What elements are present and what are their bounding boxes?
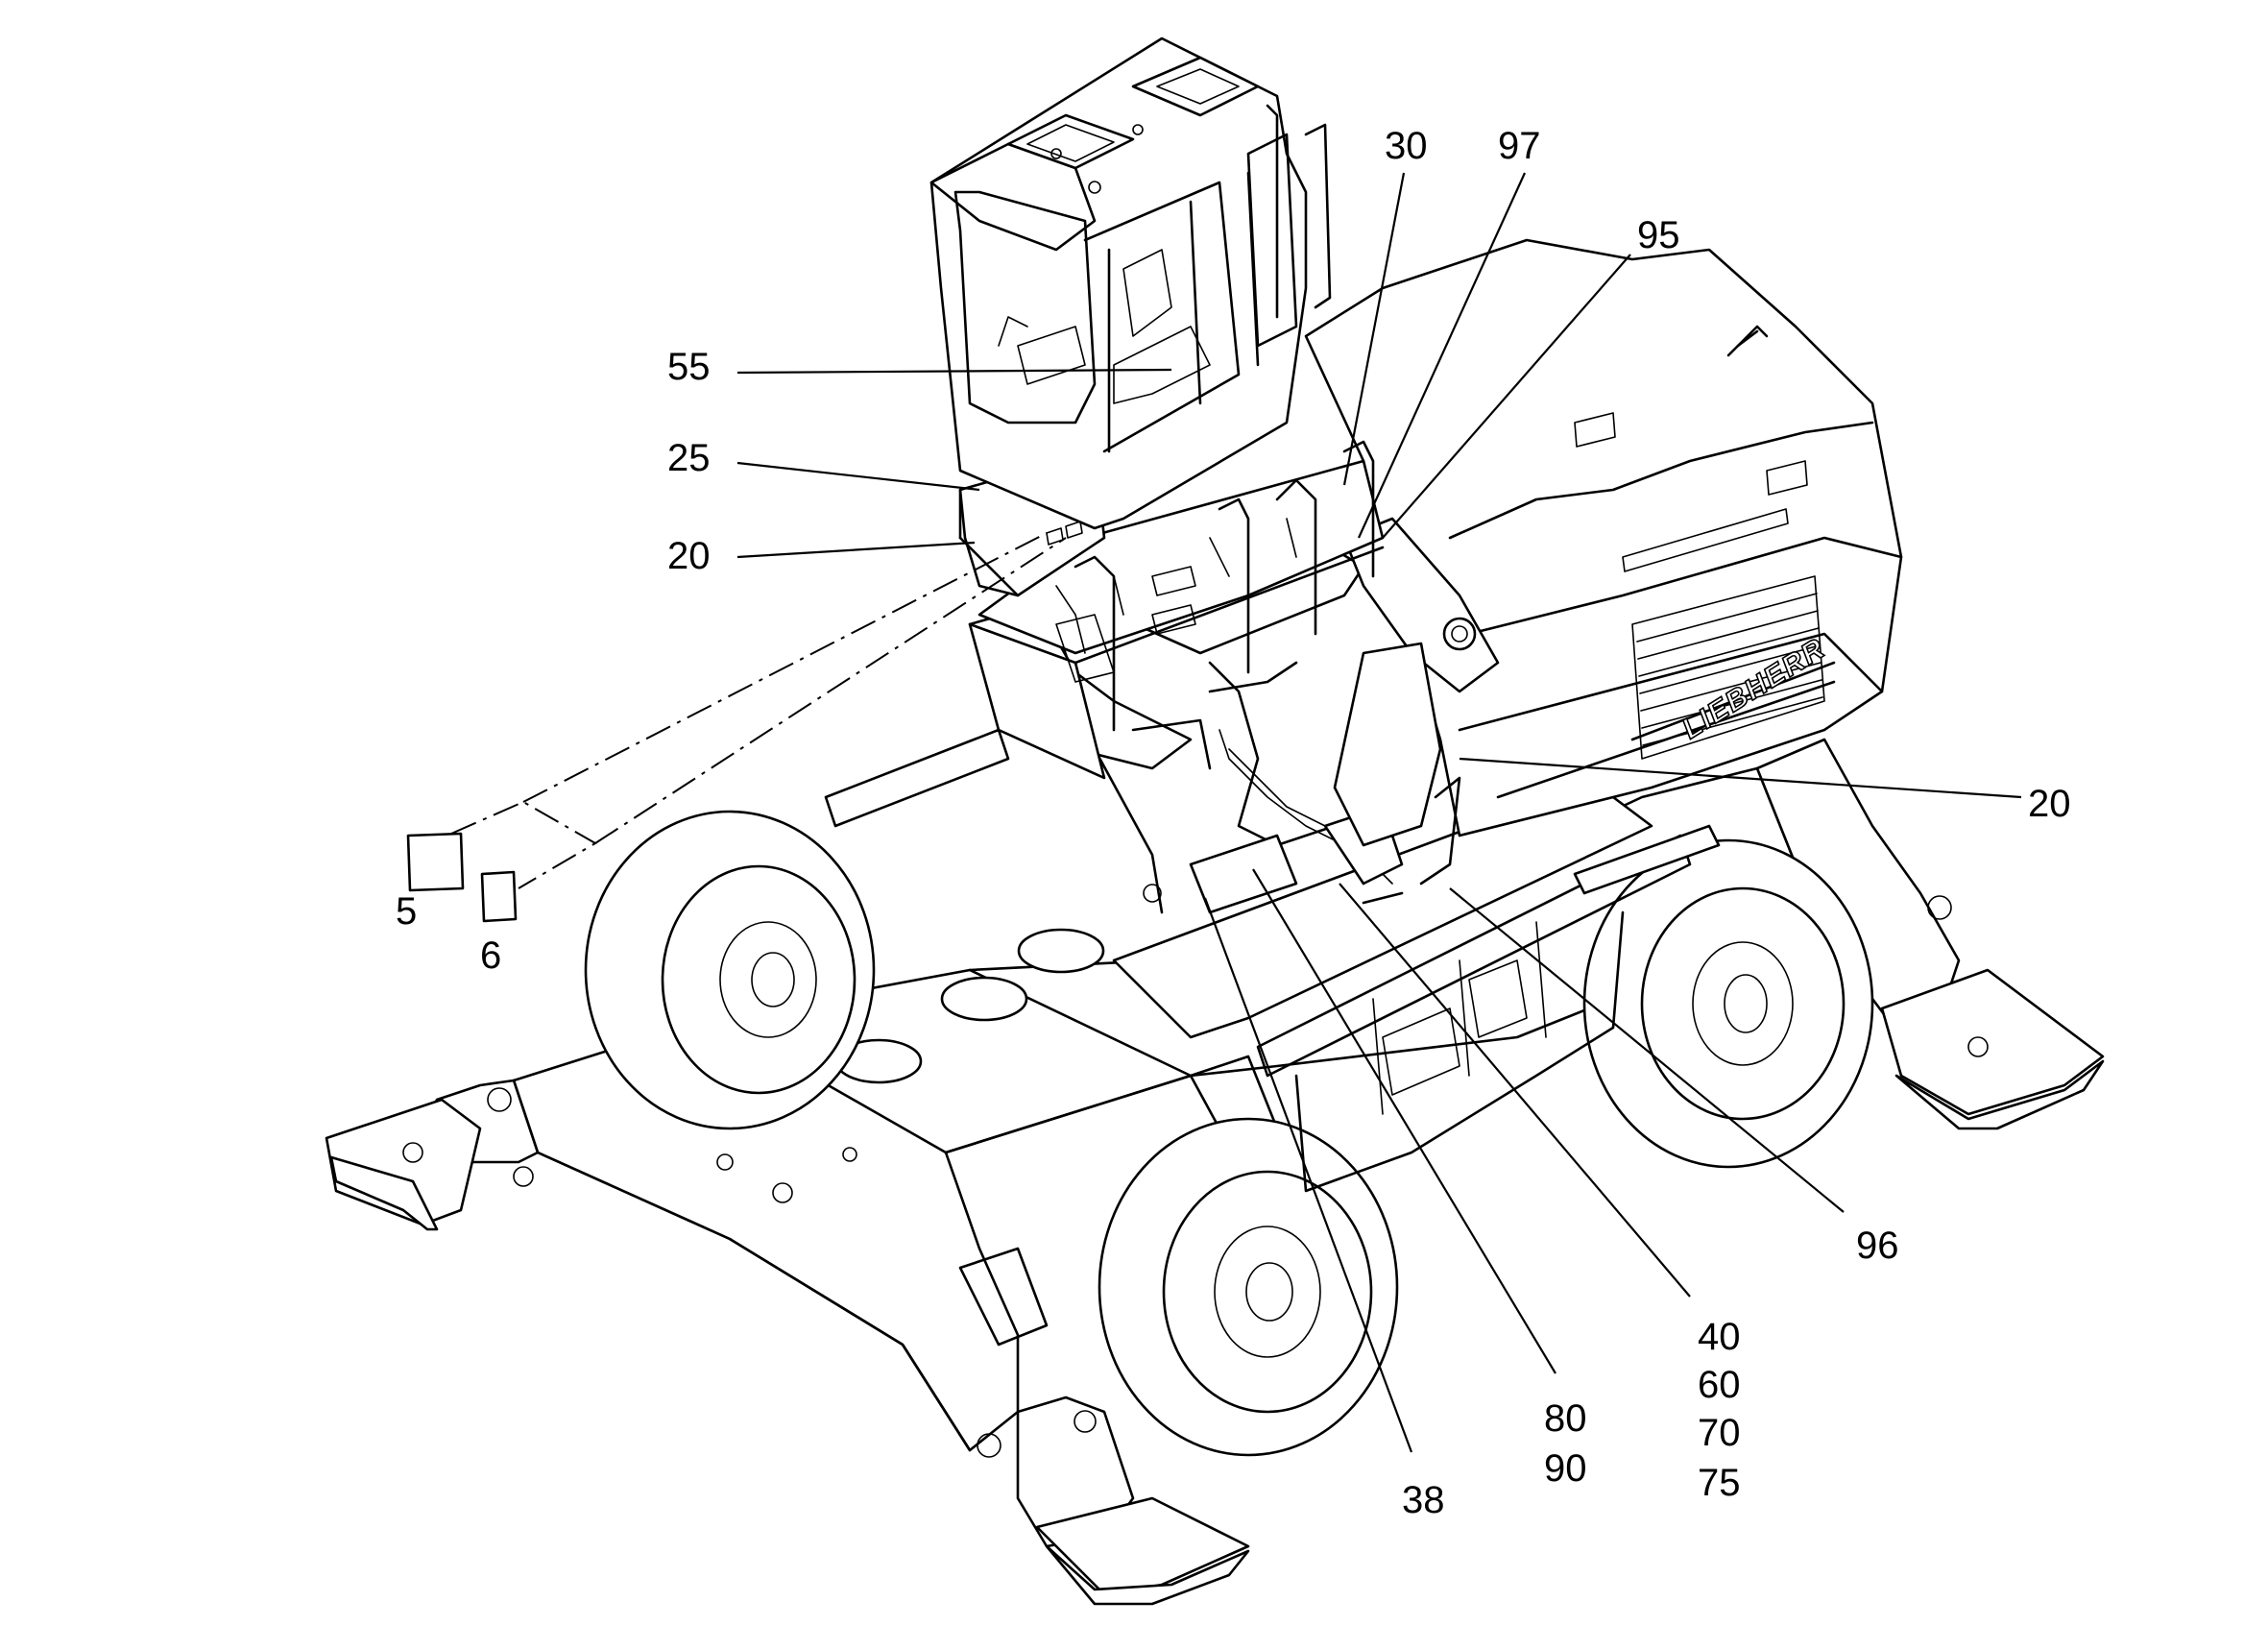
outrigger-front-right: [977, 1395, 1250, 1606]
wheel-front-right: [1098, 1117, 1399, 1457]
leader-30: [1342, 172, 1406, 486]
outrigger-rear-right: [1755, 738, 2105, 1130]
leader-38: [1203, 897, 1413, 1453]
part-6-plate: [480, 870, 518, 923]
callout-90: 90: [1544, 1447, 1587, 1490]
leader-lines: [736, 172, 2022, 1453]
callout-95: 95: [1637, 214, 1680, 256]
central-structure: [824, 728, 1721, 1193]
callout-40: 40: [1698, 1316, 1741, 1358]
callout-75: 75: [1698, 1462, 1741, 1504]
callout-60: 60: [1698, 1364, 1741, 1406]
operator-cab: [929, 36, 1332, 530]
parts-5-6: [406, 532, 1067, 923]
callout-20-left: 20: [667, 535, 711, 577]
leader-40: [1339, 883, 1691, 1298]
leader-97: [1357, 172, 1527, 539]
boom-pivot-bracket: [1333, 517, 1500, 886]
wheel-rear-right: [1582, 838, 1874, 1169]
leader-96: [1449, 887, 1845, 1213]
callout-55: 55: [667, 346, 711, 388]
callout-80: 80: [1544, 1397, 1587, 1440]
callout-97: 97: [1498, 125, 1541, 167]
leader-25: [736, 461, 980, 492]
leader-80: [1252, 868, 1556, 1374]
callout-20-right: 20: [2028, 783, 2071, 825]
callout-labels: 30 97 95 55 25 20 20 5 6 96 40 60 70 75 …: [396, 125, 2071, 1521]
callout-96: 96: [1856, 1225, 1899, 1267]
wheel-front-left: [584, 810, 876, 1130]
upper-deck-platform: [968, 440, 1385, 780]
callout-38: 38: [1402, 1479, 1445, 1521]
part-5-plate: [406, 832, 465, 892]
callout-30: 30: [1385, 125, 1428, 167]
callout-5: 5: [396, 890, 417, 933]
deck-opening: [1017, 928, 1105, 974]
leader-20a: [736, 541, 976, 559]
callout-25: 25: [667, 437, 711, 479]
leader-20b: [1459, 757, 2022, 799]
leader-95: [1382, 254, 1631, 539]
callout-70: 70: [1698, 1412, 1741, 1454]
deck-opening: [940, 976, 1028, 1022]
callout-6: 6: [480, 934, 501, 977]
leader-55: [736, 368, 1172, 375]
excavator-line-art: LIEBHERR: [325, 36, 2105, 1606]
outrigger-front-left: [325, 1079, 540, 1231]
